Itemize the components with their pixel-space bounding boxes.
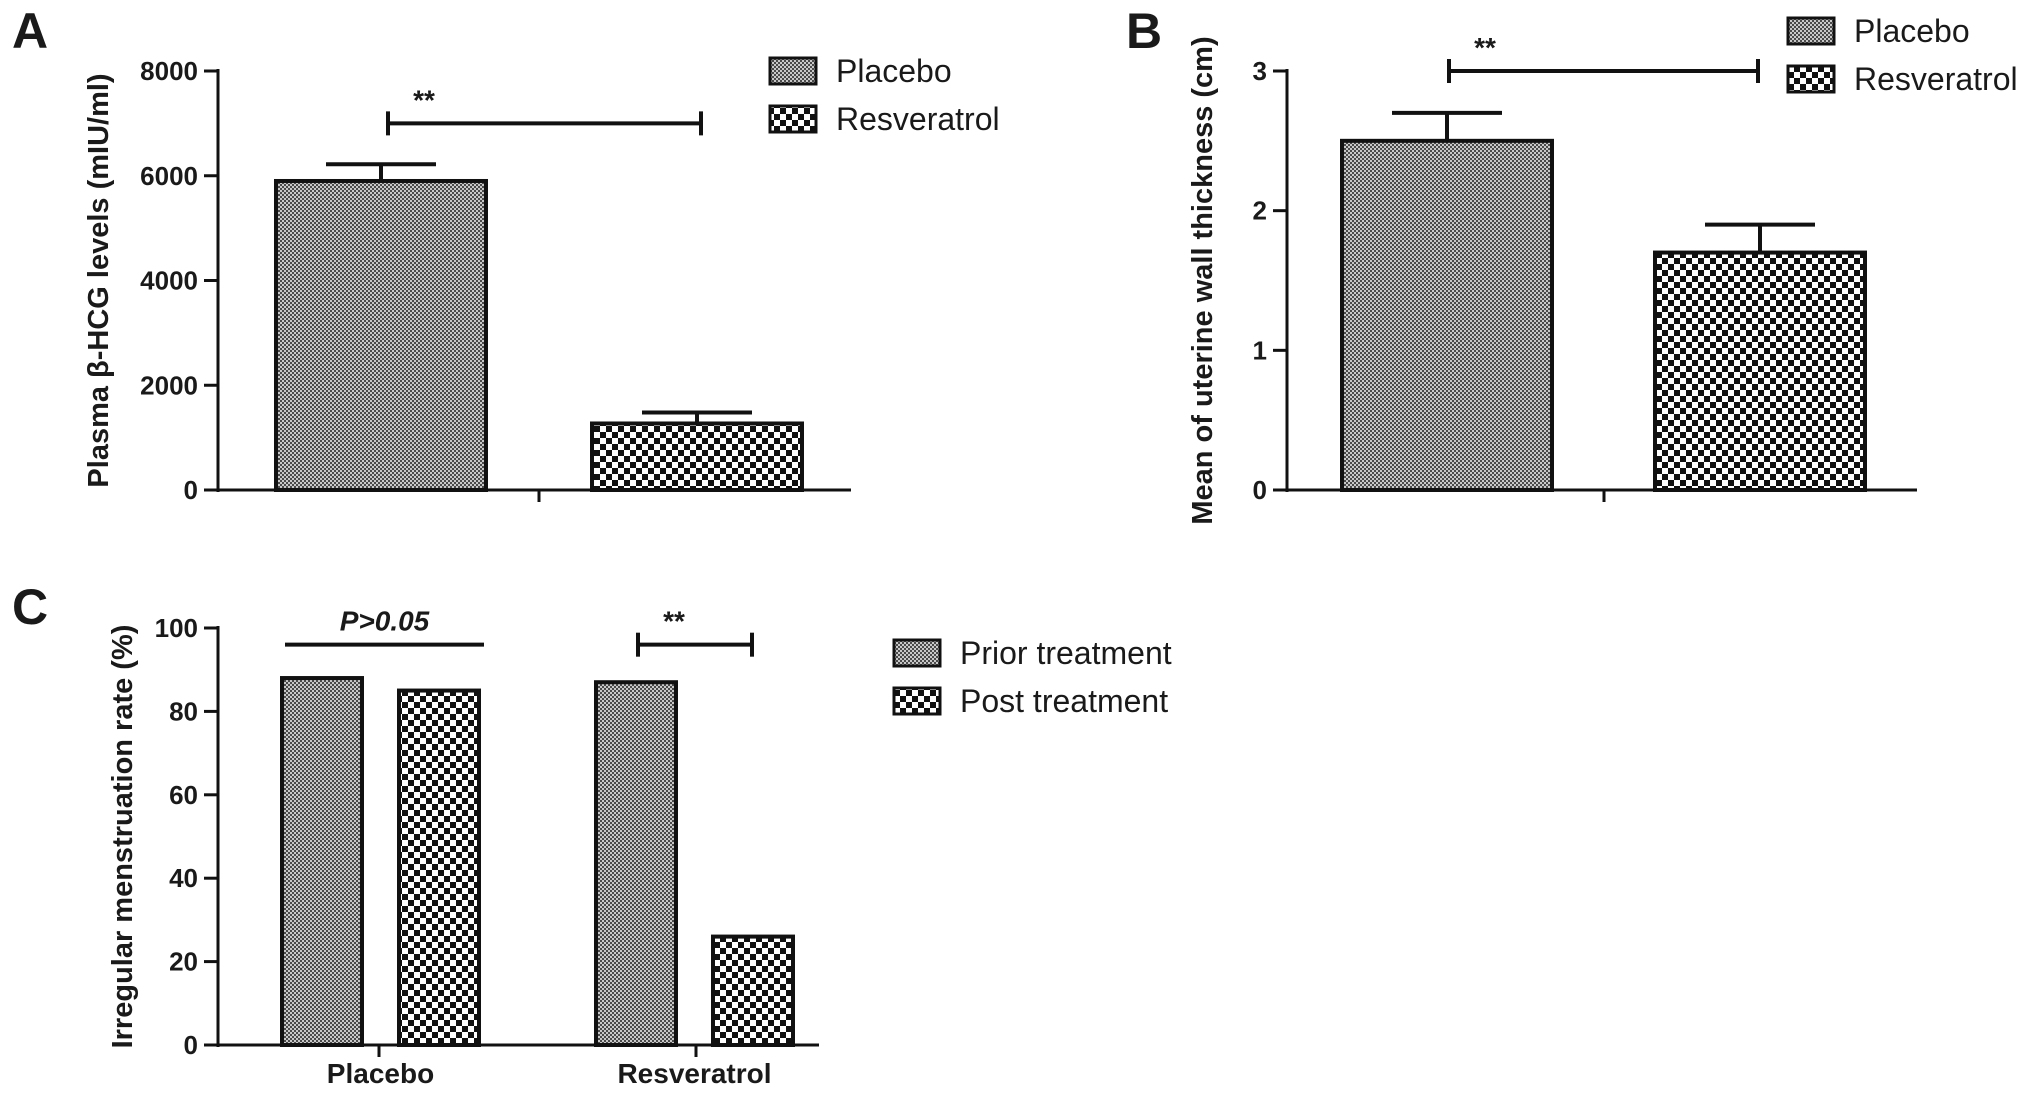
significance-label: P>0.05: [340, 606, 430, 637]
y-tick-label: 1: [1253, 335, 1267, 365]
bar-resveratrol: [1653, 250, 1867, 492]
legend-label: Post treatment: [960, 683, 1168, 719]
category-label: Resveratrol: [617, 1058, 771, 1089]
legend-swatch: [892, 686, 942, 716]
bar-post-treatment: [711, 934, 795, 1048]
y-axis-title: Mean of uterine wall thickness (cm): [1187, 36, 1219, 524]
legend-label: Resveratrol: [836, 101, 1000, 137]
y-tick-label: 2000: [140, 370, 198, 400]
bar-prior-treatment: [280, 676, 364, 1047]
panel-letter-c: C: [12, 579, 48, 635]
legend-label: Placebo: [1854, 13, 1970, 49]
y-tick-label: 8000: [140, 56, 198, 86]
panel-letter-b: B: [1126, 3, 1162, 59]
legend-swatch: [768, 56, 818, 86]
significance-label: **: [663, 606, 685, 637]
y-tick-label: 0: [184, 1030, 198, 1060]
legend-label: Prior treatment: [960, 635, 1172, 671]
y-axis-title: Irregular menstruation rate (%): [107, 625, 139, 1049]
legend-label: Resveratrol: [1854, 61, 2018, 97]
panel-letter-a: A: [12, 3, 48, 59]
bar-resveratrol: [590, 421, 804, 493]
chart-panel-c: 0 20 40 60 80 100 Irregular menstruation rate …: [107, 606, 1172, 1089]
bar-post-treatment: [397, 688, 481, 1047]
bar-placebo: [1340, 138, 1554, 492]
y-tick-label: 100: [155, 613, 198, 643]
significance-label: **: [1474, 32, 1496, 63]
category-label: Placebo: [327, 1058, 434, 1089]
y-tick-label: 0: [1253, 475, 1267, 505]
y-tick-label: 6000: [140, 161, 198, 191]
y-tick-label: 80: [169, 696, 198, 726]
y-tick-label: 40: [169, 863, 198, 893]
legend-swatch: [1786, 64, 1836, 94]
y-tick-label: 4000: [140, 266, 198, 296]
legend-swatch: [768, 104, 818, 134]
legend-swatch: [892, 638, 942, 668]
chart-panel-b: 0 1 2 3 Mean of uterine wall thickness (cm) *…: [1187, 13, 2018, 525]
y-tick-label: 20: [169, 947, 198, 977]
legend-label: Placebo: [836, 53, 952, 89]
y-tick-label: 0: [184, 475, 198, 505]
y-tick-label: 60: [169, 780, 198, 810]
y-axis-title: Plasma β-HCG levels (mIU/ml): [83, 73, 115, 487]
significance-label: **: [413, 84, 435, 115]
legend-swatch: [1786, 16, 1836, 46]
y-tick-label: 2: [1253, 196, 1267, 226]
bar-placebo: [274, 178, 488, 493]
bar-prior-treatment: [594, 680, 678, 1048]
y-tick-label: 3: [1253, 56, 1267, 86]
